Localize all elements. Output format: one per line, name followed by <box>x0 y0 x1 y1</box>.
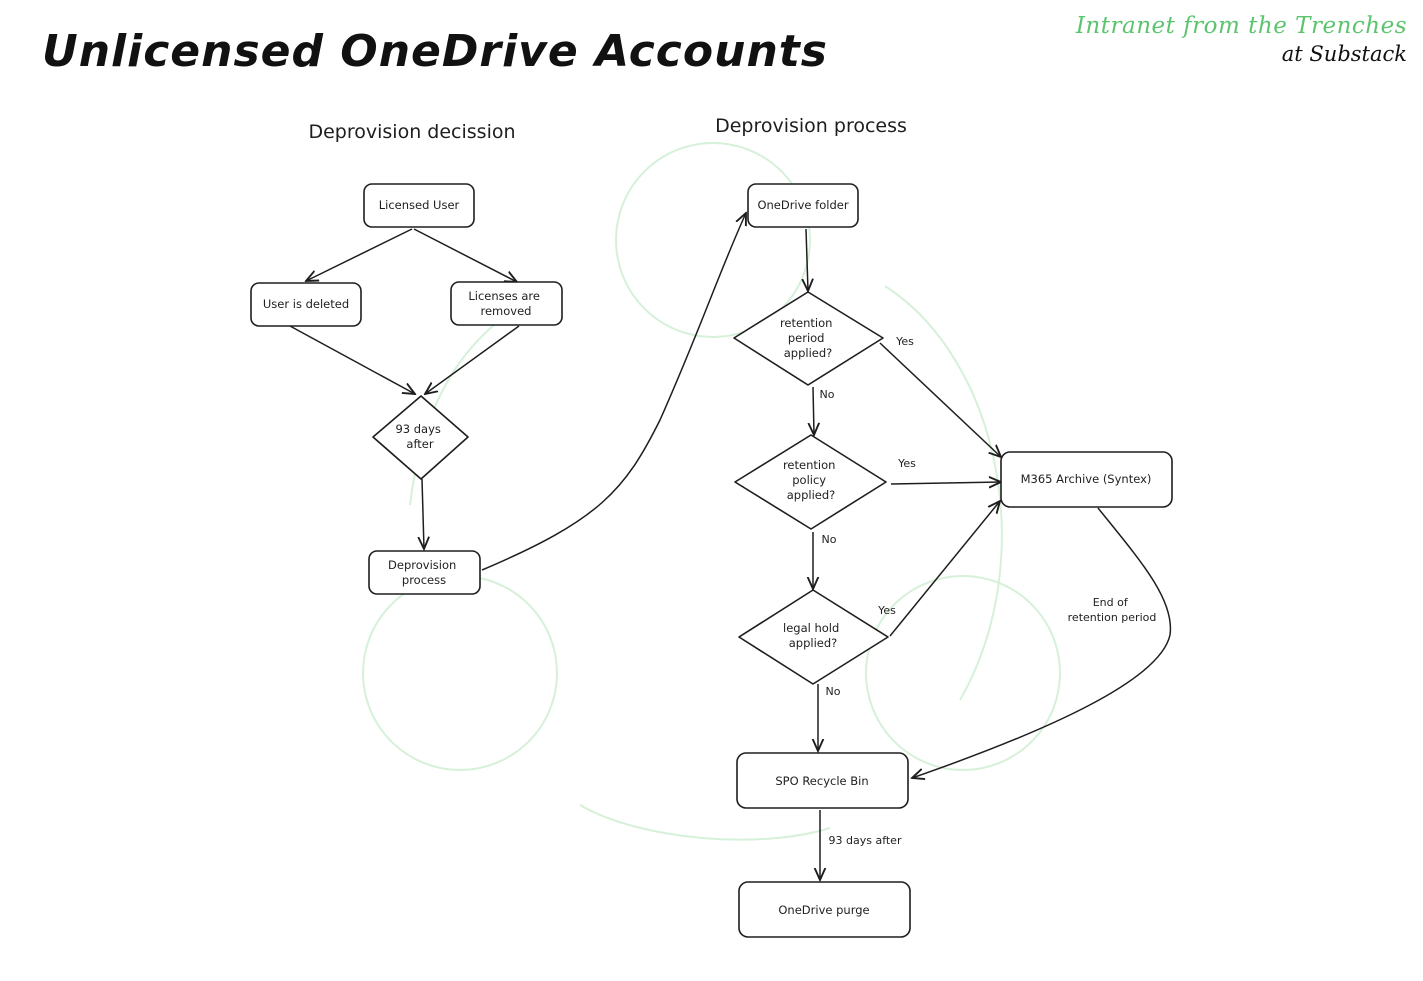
svg-text:SPO Recycle Bin: SPO Recycle Bin <box>775 774 868 788</box>
label-no-period: No <box>820 388 835 401</box>
svg-text:93 days after: 93 days after <box>395 422 444 451</box>
page-title: Unlicensed OneDrive Accounts <box>42 26 828 77</box>
edge-archive-to-recycle <box>912 507 1172 778</box>
edge-deprovision-to-onedrive <box>481 213 746 571</box>
edge-period-yes <box>879 342 1001 457</box>
label-yes-period: Yes <box>895 335 914 348</box>
decor-circle-top <box>615 142 811 338</box>
svg-text:OneDrive purge: OneDrive purge <box>778 903 869 917</box>
node-licensed-user: Licensed User <box>363 183 475 228</box>
label-yes-policy: Yes <box>897 457 916 470</box>
label-end-of-retention: End of retention period <box>1068 596 1157 624</box>
node-onedrive-folder: OneDrive folder <box>747 183 859 228</box>
brand-name: Intranet from the Trenches <box>1075 13 1407 39</box>
node-retention-period: retention period applied? <box>733 291 884 386</box>
svg-text:Licensed User: Licensed User <box>379 198 460 212</box>
edge-licensed-to-removed <box>413 228 517 282</box>
label-yes-hold: Yes <box>877 604 896 617</box>
background-decoration <box>362 142 1061 841</box>
svg-text:legal hold applied?: legal hold applied? <box>783 621 843 650</box>
brand-platform: at Substack <box>1281 42 1407 66</box>
node-licenses-removed: Licenses are removed <box>450 281 563 326</box>
brand-credit: Intranet from the Trenches at Substack <box>1076 12 1407 68</box>
node-onedrive-purge: OneDrive purge <box>738 881 911 938</box>
section-heading-process: Deprovision process <box>715 115 907 137</box>
edge-folder-to-period <box>806 228 808 291</box>
edge-licensed-to-deleted <box>306 228 413 281</box>
edge-period-no <box>813 386 814 435</box>
decor-arc-right <box>884 285 1003 701</box>
svg-text:OneDrive folder: OneDrive folder <box>757 198 848 212</box>
svg-text:Licenses are removed: Licenses are removed <box>468 289 543 318</box>
svg-text:retention period a: retention period applied? <box>780 316 836 360</box>
decor-arc-bottom <box>579 804 831 841</box>
svg-text:User is deleted: User is deleted <box>263 297 349 311</box>
label-93-days-after: 93 days after <box>829 834 902 847</box>
label-no-policy: No <box>822 533 837 546</box>
node-retention-policy: retention policy applied? <box>734 434 887 530</box>
svg-text:Deprovision process: Deprovision process <box>388 558 460 587</box>
decor-circle-right <box>865 575 1061 771</box>
edge-deleted-to-93days <box>289 325 415 394</box>
edge-policy-yes <box>890 482 1001 484</box>
decor-arc-left <box>409 319 501 506</box>
edge-removed-to-93days <box>425 325 520 394</box>
edge-labels: Yes No Yes No Yes No End of retention pe… <box>820 335 1157 847</box>
node-m365-archive: M365 Archive (Syntex) <box>1000 451 1173 508</box>
edge-93days-to-deprovision <box>422 478 424 549</box>
section-heading-decision: Deprovision decission <box>308 121 515 143</box>
label-no-hold: No <box>826 685 841 698</box>
node-93-days-after: 93 days after <box>372 395 469 480</box>
decor-circle-left <box>362 575 558 771</box>
edge-hold-yes <box>889 501 1000 637</box>
svg-text:retention policy a: retention policy applied? <box>783 458 839 502</box>
node-legal-hold: legal hold applied? <box>738 589 889 685</box>
svg-text:M365 Archive (Syntex): M365 Archive (Syntex) <box>1021 472 1152 486</box>
edges <box>289 213 1172 880</box>
node-spo-recycle-bin: SPO Recycle Bin <box>736 752 909 809</box>
node-deprovision-process: Deprovision process <box>368 550 481 595</box>
node-user-deleted: User is deleted <box>250 282 362 327</box>
